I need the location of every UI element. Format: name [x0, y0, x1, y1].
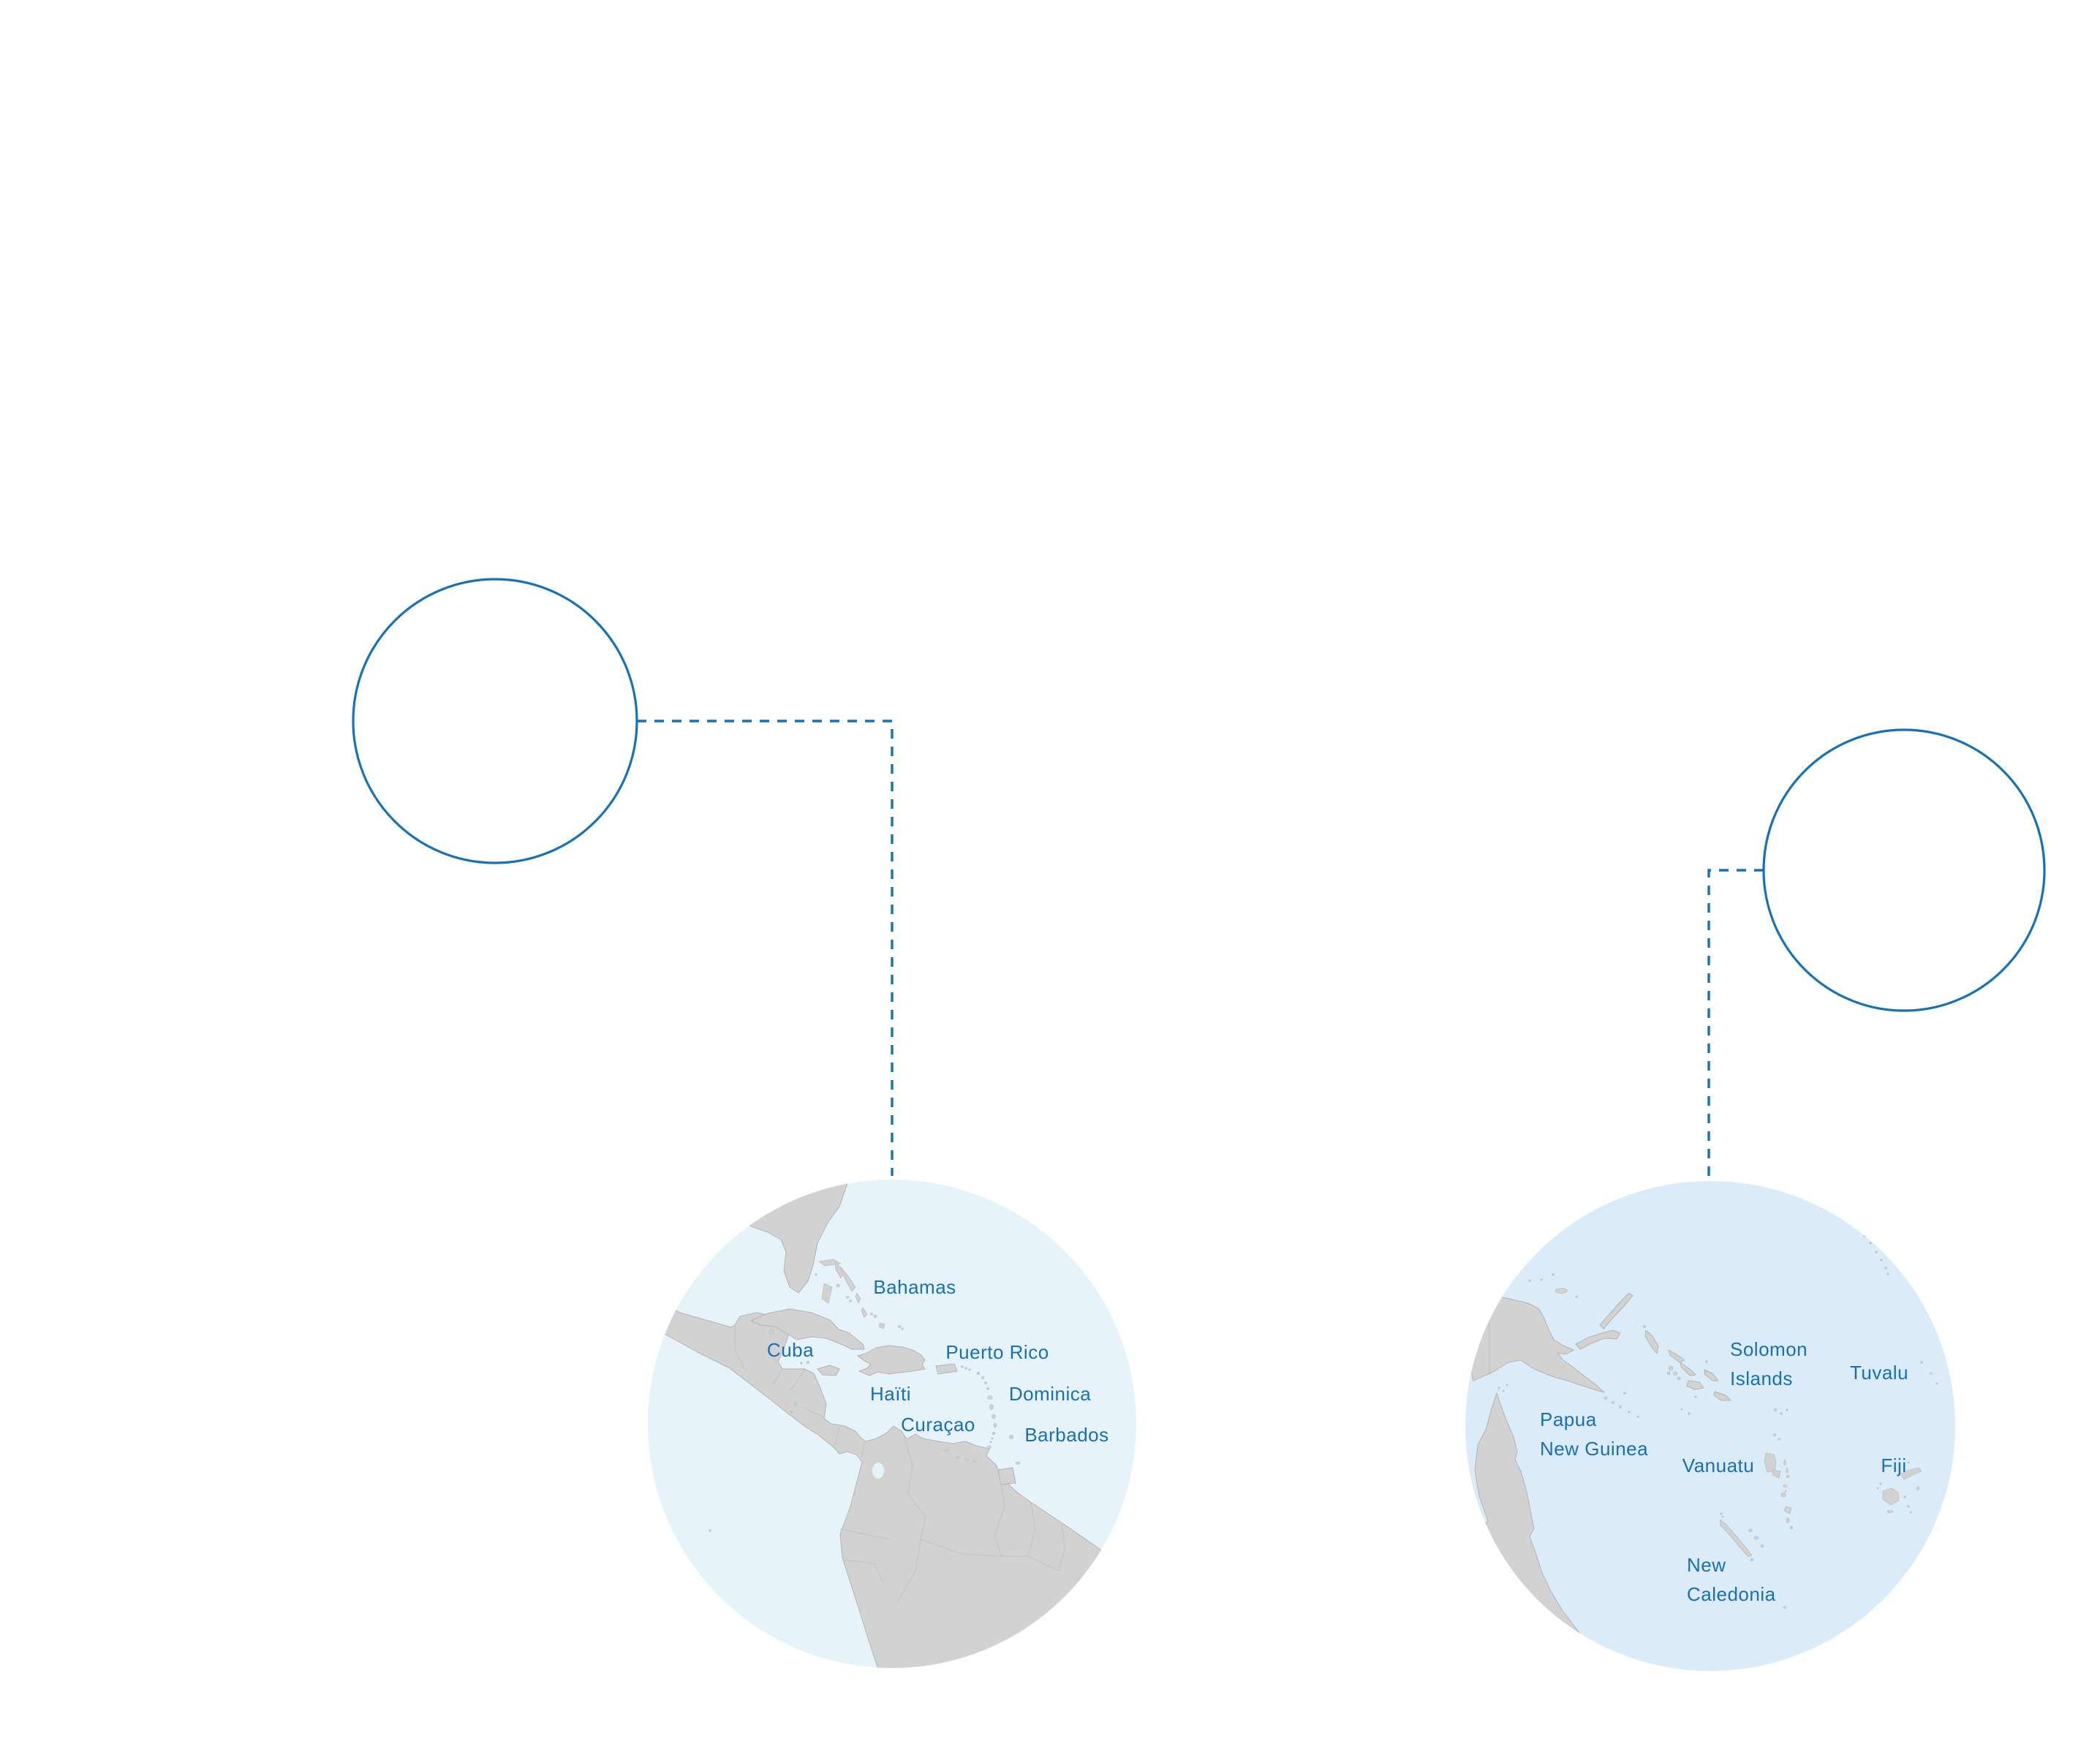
rotuma-wallis-islands [1920, 1361, 1938, 1385]
label-curacao: Curaçao [901, 1414, 975, 1436]
cuba-island [750, 1308, 865, 1350]
left-callout-connector [637, 720, 894, 1176]
solomon-islands-land [1643, 1325, 1731, 1415]
label-fiji: Fiji [1881, 1455, 1907, 1476]
torres-strait-islands [1497, 1384, 1508, 1392]
margarita-island [943, 1449, 949, 1453]
caribbean-country-borders [734, 1325, 1065, 1604]
dominica-island [989, 1404, 994, 1410]
pacific-inset-map [1465, 1181, 1955, 1671]
new-caledonia-islands [1719, 1512, 1786, 1609]
label-haiti: Haïti [870, 1383, 911, 1405]
label-papua-new-guinea-line2: New Guinea [1540, 1438, 1649, 1460]
virgin-islands [961, 1365, 971, 1371]
bahamas-islands [815, 1259, 904, 1330]
label-new-caledonia: New Caledonia [1687, 1550, 1776, 1609]
label-puerto-rico: Puerto Rico [945, 1341, 1049, 1363]
label-papua-new-guinea-line1: Papua [1540, 1408, 1597, 1430]
abc-islands [956, 1456, 977, 1463]
label-new-caledonia-line1: New [1687, 1554, 1726, 1576]
label-solomon-islands-line2: Islands [1730, 1367, 1793, 1389]
new-guinea-land [1465, 1294, 1605, 1393]
san-andres-islands [709, 1403, 797, 1532]
barbados-island [1009, 1435, 1013, 1439]
label-bahamas: Bahamas [873, 1276, 956, 1298]
label-vanuatu: Vanuatu [1682, 1455, 1755, 1476]
label-new-caledonia-line2: Caledonia [1687, 1583, 1776, 1605]
right-callout-circle [1762, 728, 2046, 1012]
pacific-ocean [1465, 1181, 1955, 1671]
cayman-islands [800, 1362, 803, 1365]
label-barbados: Barbados [1024, 1424, 1109, 1446]
admiralty-islands [1528, 1273, 1578, 1298]
vanuatu-islands [1764, 1433, 1794, 1530]
fiji-islands [1876, 1461, 1922, 1514]
right-callout-connector [1707, 869, 1764, 1177]
cayman-islands [807, 1361, 809, 1364]
lake-maracaibo [872, 1463, 884, 1479]
santa-cruz-islands [1773, 1408, 1789, 1415]
hispaniola-island [857, 1345, 926, 1376]
new-britain-island [1575, 1329, 1621, 1350]
isla-juventud-island [768, 1329, 774, 1335]
new-ireland-island [1599, 1292, 1633, 1329]
left-callout-circle [352, 578, 638, 864]
puerto-rico-island [935, 1363, 958, 1375]
label-papua-new-guinea: Papua New Guinea [1540, 1405, 1648, 1463]
jamaica-island [817, 1365, 840, 1376]
lesser-antilles-islands [976, 1371, 1013, 1449]
caribbean-inset-map [648, 1180, 1136, 1668]
label-solomon-islands-line1: Solomon [1730, 1338, 1808, 1360]
tobago-island [1015, 1462, 1021, 1465]
label-tuvalu: Tuvalu [1849, 1362, 1909, 1384]
label-dominica: Dominica [1008, 1383, 1092, 1405]
louisiade-islands [1604, 1392, 1639, 1418]
label-solomon-islands: Solomon Islands [1730, 1335, 1808, 1393]
label-cuba: Cuba [766, 1339, 815, 1361]
curacao-island [964, 1457, 970, 1462]
